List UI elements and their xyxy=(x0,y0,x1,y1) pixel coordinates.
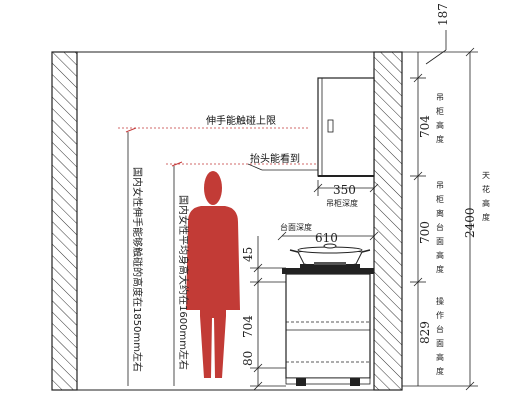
work-counter-height-label: 操作台面高度 xyxy=(436,296,444,376)
wall-cabinet-depth-label: 吊柜深度 xyxy=(326,198,358,208)
left-cabinet-dims xyxy=(250,236,286,391)
counter-depth-label: 台面深度 xyxy=(280,222,312,232)
wall-cabinet-height-label: 吊柜高度 xyxy=(436,93,444,144)
wall-cabinet-height-value: 704 xyxy=(418,115,432,138)
wall-cabinet-depth-value: 350 xyxy=(333,183,356,197)
reach-note-text: 国内女性伸手能够触碰的高度在1850mm左右 xyxy=(131,167,144,372)
height-note-text: 国内女性平均身高大约在1600mm左右 xyxy=(177,195,190,370)
counter-depth-dim xyxy=(277,231,379,241)
left-wall xyxy=(51,51,78,391)
wall-cabinet-depth-dim xyxy=(313,180,379,196)
base-cabinet xyxy=(282,268,374,386)
look-up-label: 抬头能看到 xyxy=(250,152,300,165)
cooktop-height-value: 45 xyxy=(241,247,255,262)
eye-level-line xyxy=(166,161,318,167)
reach-upper-limit-line xyxy=(118,127,310,133)
ceiling-height-label: 天花高度 xyxy=(482,171,490,222)
wall-cabinet xyxy=(317,77,375,177)
total-height-value: 2400 xyxy=(463,207,477,238)
right-dimension-chain xyxy=(402,30,478,391)
cabinet-to-counter-value: 700 xyxy=(418,221,432,244)
cooktop-with-wok xyxy=(289,243,371,269)
toe-kick-height-value: 80 xyxy=(241,351,255,366)
ceiling-gap-value: 187 xyxy=(436,3,450,26)
base-cabinet-height-value: 704 xyxy=(241,315,255,338)
counter-depth-value: 610 xyxy=(315,231,338,245)
look-up-arrow xyxy=(247,163,318,171)
counter-height-value: 829 xyxy=(418,321,432,344)
reach-upper-limit-label: 伸手能触碰上限 xyxy=(206,114,276,127)
person-silhouette xyxy=(186,171,240,378)
cabinet-to-counter-label: 吊柜离台面高度 xyxy=(436,181,444,274)
right-wall xyxy=(373,51,403,391)
